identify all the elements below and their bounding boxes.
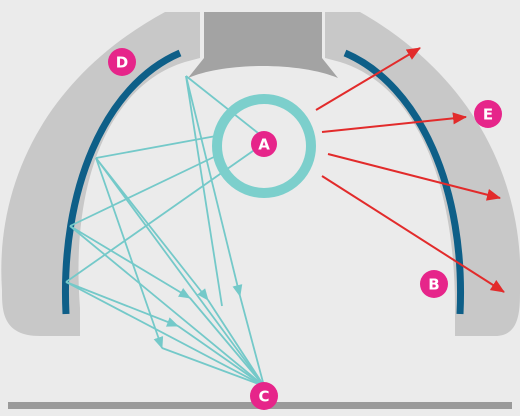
reflected-ray — [65, 281, 265, 387]
top-mount — [188, 12, 338, 78]
left-reflector — [61, 49, 182, 315]
reflected-rays — [65, 75, 265, 387]
right-housing — [325, 12, 520, 336]
emitted-ray — [321, 175, 505, 293]
label-c-text: C — [258, 388, 269, 406]
label-d-text: D — [116, 54, 128, 72]
reflected-ray — [95, 157, 164, 349]
right-reflector — [343, 49, 465, 315]
left-housing — [1, 12, 200, 336]
emitted-ray — [315, 47, 421, 111]
reflected-ray — [239, 295, 265, 387]
label-b-circle — [420, 270, 448, 298]
label-a-badge: A — [251, 131, 277, 157]
reflected-ray — [177, 325, 265, 387]
emitted-ray — [321, 112, 467, 133]
label-a-circle — [251, 131, 277, 157]
reflected-ray — [161, 347, 265, 387]
label-b-badge: B — [420, 270, 448, 298]
reflected-ray — [185, 75, 259, 134]
label-d-badge: D — [108, 48, 136, 76]
reflected-ray — [69, 225, 191, 299]
reflected-ray — [69, 155, 217, 227]
label-e-badge: E — [474, 100, 502, 128]
label-d-circle — [108, 48, 136, 76]
reflected-ray — [69, 225, 265, 387]
emitted-rays — [315, 47, 505, 293]
reflected-ray — [185, 75, 223, 307]
emitted-ray — [327, 153, 501, 201]
reflected-ray — [95, 135, 217, 159]
reflected-ray — [65, 281, 179, 327]
reflected-ray — [95, 157, 209, 301]
reflected-ray — [185, 75, 243, 297]
label-c-circle — [250, 382, 278, 410]
reflected-ray — [189, 297, 265, 387]
reflected-ray — [95, 157, 265, 387]
label-a-text: A — [258, 136, 270, 154]
reflected-ray — [207, 299, 265, 387]
label-e-circle — [474, 100, 502, 128]
label-e-text: E — [483, 106, 493, 124]
label-b-text: B — [428, 276, 439, 294]
source-ring — [212, 94, 316, 198]
label-c-badge: C — [250, 382, 278, 410]
